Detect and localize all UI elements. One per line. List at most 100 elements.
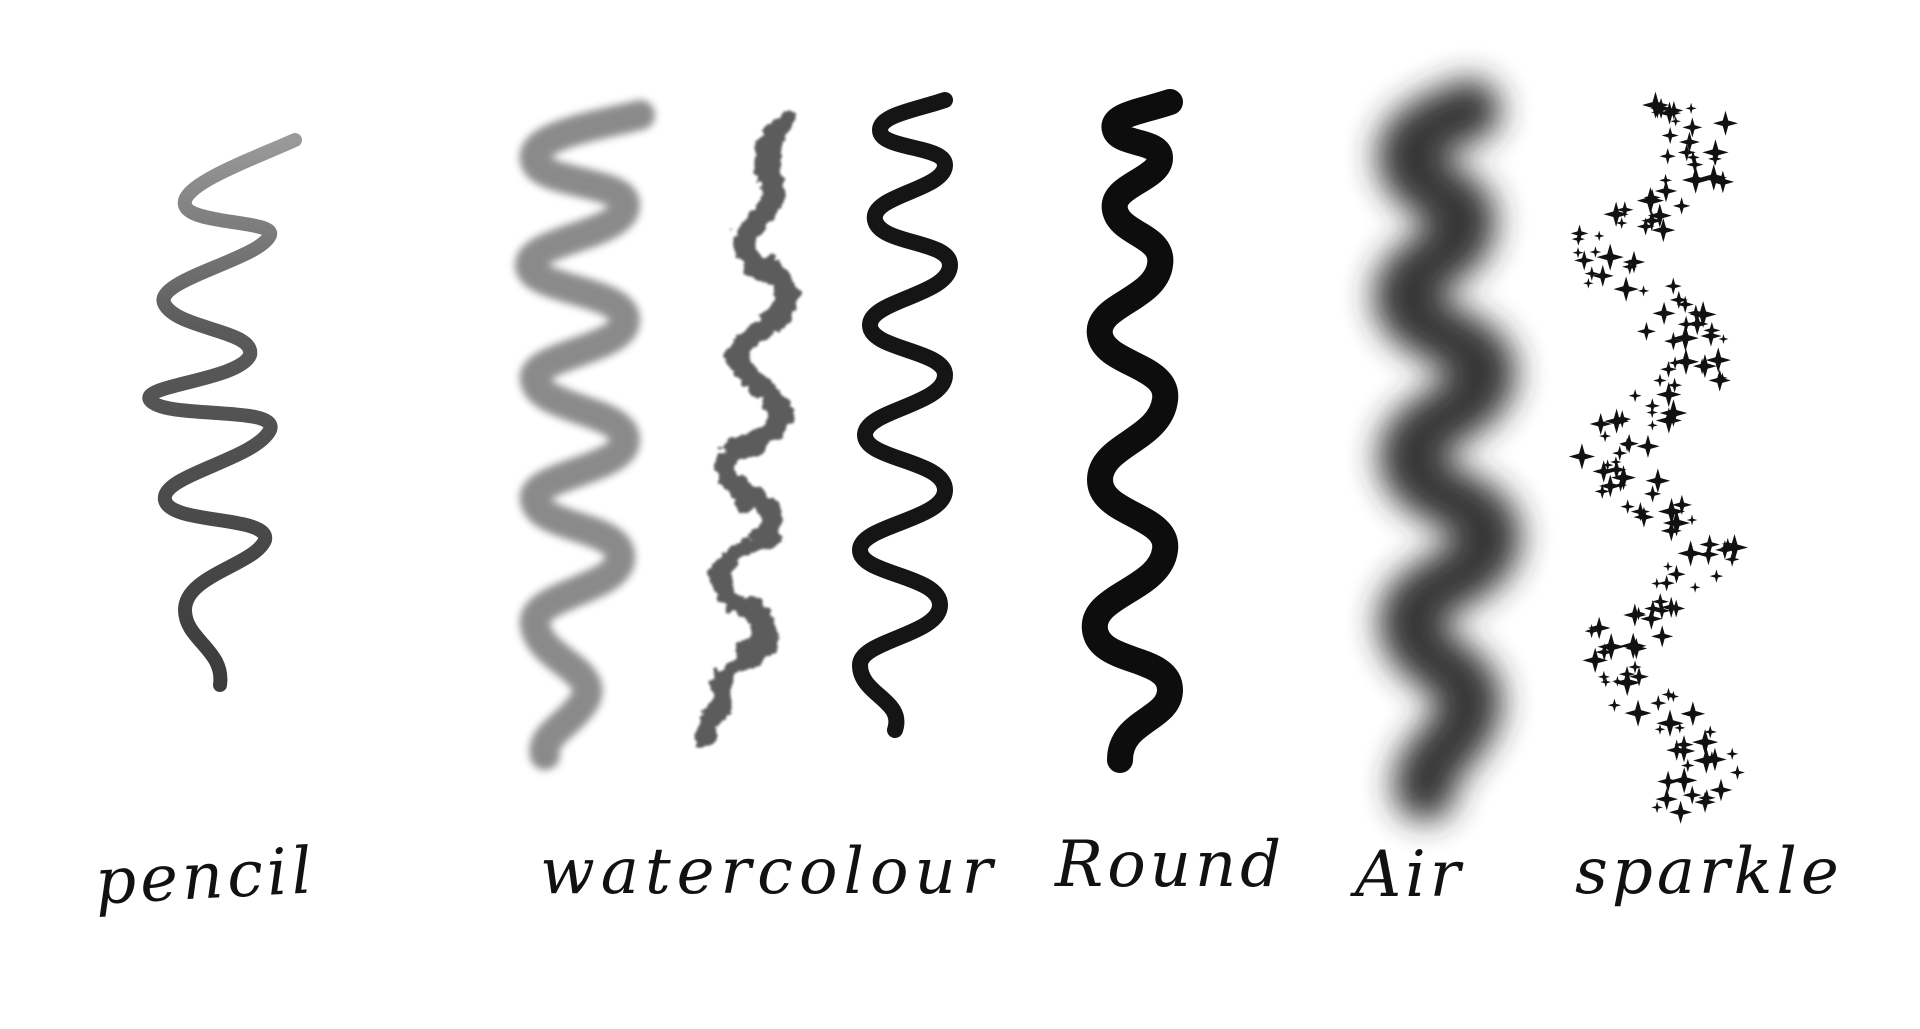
- sparkle-star: [1656, 709, 1684, 737]
- sparkle-star: [1624, 699, 1652, 727]
- sparkle-star: [1584, 623, 1599, 639]
- sparkle-star: [1568, 443, 1596, 470]
- sparkle-star: [1703, 747, 1727, 772]
- sparkle-star: [1681, 758, 1695, 773]
- sparkle-star: [1636, 321, 1656, 341]
- sparkle-star: [1595, 643, 1614, 662]
- sparkle-star: [1689, 300, 1717, 328]
- sparkle-star: [1637, 285, 1650, 297]
- sparkle-star: [1700, 164, 1728, 191]
- sparkle-star: [1659, 173, 1673, 187]
- sparkle-star: [1651, 577, 1663, 590]
- sparkle-star: [1658, 574, 1675, 592]
- sparkle-star: [1647, 419, 1658, 431]
- label-pencil: pencil: [93, 834, 318, 920]
- watercolour-cloud-stroke: [694, 114, 797, 746]
- sparkle-star: [1621, 259, 1638, 275]
- sparkle-star: [1651, 801, 1663, 814]
- sparkle-star: [1589, 246, 1602, 258]
- sparkle-star: [1655, 407, 1682, 434]
- sparkle-star: [1698, 789, 1716, 807]
- sparkle-star: [1592, 460, 1615, 483]
- sparkle-star: [1674, 722, 1686, 734]
- sparkle-star: [1636, 187, 1665, 215]
- sparkle-star: [1644, 398, 1660, 414]
- sparkle-star: [1662, 509, 1691, 537]
- sparkle-star: [1657, 770, 1679, 793]
- sparkle-star: [1572, 247, 1584, 259]
- sparkle-star: [1679, 131, 1700, 153]
- sparkle-star: [1613, 478, 1628, 492]
- sparkle-star: [1571, 232, 1585, 246]
- sparkle-star: [1570, 224, 1589, 243]
- sparkle-star: [1661, 126, 1679, 145]
- sparkle-star: [1712, 110, 1739, 136]
- sparkle-star: [1651, 106, 1664, 119]
- sparkle-star: [1677, 315, 1695, 333]
- sparkle-star: [1730, 765, 1745, 780]
- sparkle-star: [1616, 201, 1634, 219]
- sparkle-star: [1671, 494, 1692, 515]
- sparkle-star: [1672, 197, 1691, 215]
- label-round: Round: [1055, 828, 1286, 902]
- sparkle-star: [1709, 569, 1724, 583]
- sparkle-star: [1672, 348, 1700, 375]
- sparkle-star: [1672, 739, 1696, 763]
- round-stroke: [1081, 89, 1183, 773]
- sparkle-star: [1603, 201, 1629, 227]
- sparkle-star: [1640, 607, 1663, 630]
- sparkle-star: [1607, 698, 1622, 712]
- sparkle-star: [1686, 514, 1698, 526]
- sparkle-star: [1667, 690, 1680, 703]
- sparkle-star: [1599, 430, 1612, 443]
- sparkle-star: [1633, 506, 1655, 528]
- sparkle-star: [1642, 91, 1669, 119]
- sparkle-star: [1670, 115, 1681, 127]
- sparkle-star: [1693, 747, 1720, 774]
- sparkle-star: [1659, 147, 1676, 165]
- sparkle-star: [1619, 632, 1647, 660]
- pencil-stroke: [142, 133, 302, 692]
- sparkle-star: [1660, 360, 1677, 378]
- sparkle-star: [1707, 151, 1722, 166]
- sparkle-star: [1718, 333, 1729, 344]
- sparkle-star: [1593, 230, 1605, 242]
- air-stroke: [1373, 79, 1521, 821]
- sparkle-star: [1661, 687, 1676, 702]
- sparkle-star: [1584, 266, 1600, 281]
- sparkle-star: [1612, 675, 1623, 687]
- sparkle-star: [1662, 561, 1674, 572]
- sparkle-star: [1676, 295, 1694, 314]
- sparkle-star: [1689, 581, 1701, 593]
- sparkle-star: [1651, 625, 1674, 648]
- sparkle-star: [1654, 179, 1678, 203]
- sparkle-star: [1711, 170, 1735, 194]
- sparkle-star: [1699, 534, 1720, 555]
- sparkle-star: [1660, 596, 1682, 618]
- sparkle-star: [1708, 369, 1731, 392]
- sparkle-star: [1686, 150, 1700, 165]
- sparkle-star: [1671, 568, 1684, 581]
- sparkle-star: [1636, 217, 1655, 236]
- sparkle-star: [1685, 102, 1697, 115]
- sparkle-star: [1574, 250, 1595, 271]
- sparkle-star: [1589, 412, 1612, 436]
- sparkle-star: [1613, 410, 1632, 429]
- sparkle-star: [1726, 747, 1739, 761]
- sparkle-star: [1685, 312, 1709, 336]
- sparkle-star: [1667, 377, 1683, 393]
- sparkle-star: [1651, 218, 1676, 243]
- label-sparkle: sparkle: [1575, 835, 1843, 909]
- sparkle-star: [1622, 250, 1646, 274]
- sparkle-star: [1582, 647, 1608, 674]
- sparkle-star: [1680, 701, 1706, 727]
- sparkle-star: [1700, 325, 1722, 347]
- sparkle-star: [1715, 540, 1735, 560]
- sparkle-star: [1643, 485, 1662, 503]
- sparkle-star: [1606, 459, 1627, 480]
- ink-stroke: [852, 92, 958, 738]
- sparkle-star: [1664, 277, 1682, 295]
- sparkle-star: [1664, 331, 1683, 351]
- sparkle-star: [1724, 552, 1740, 567]
